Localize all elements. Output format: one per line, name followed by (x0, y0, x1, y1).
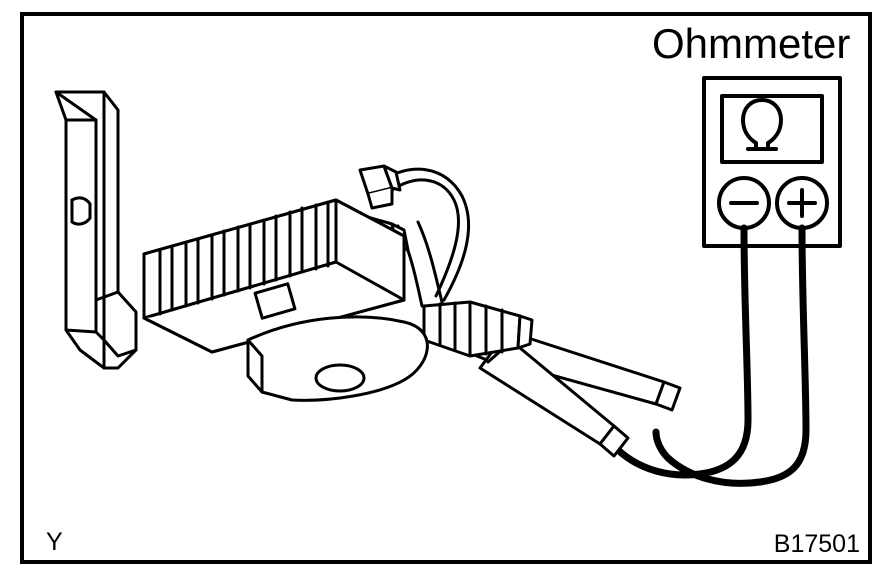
corner-label: Y (46, 528, 63, 556)
figure-border (20, 12, 872, 564)
page-title: Ohmmeter (652, 20, 851, 67)
figure-code: B17501 (773, 530, 860, 558)
